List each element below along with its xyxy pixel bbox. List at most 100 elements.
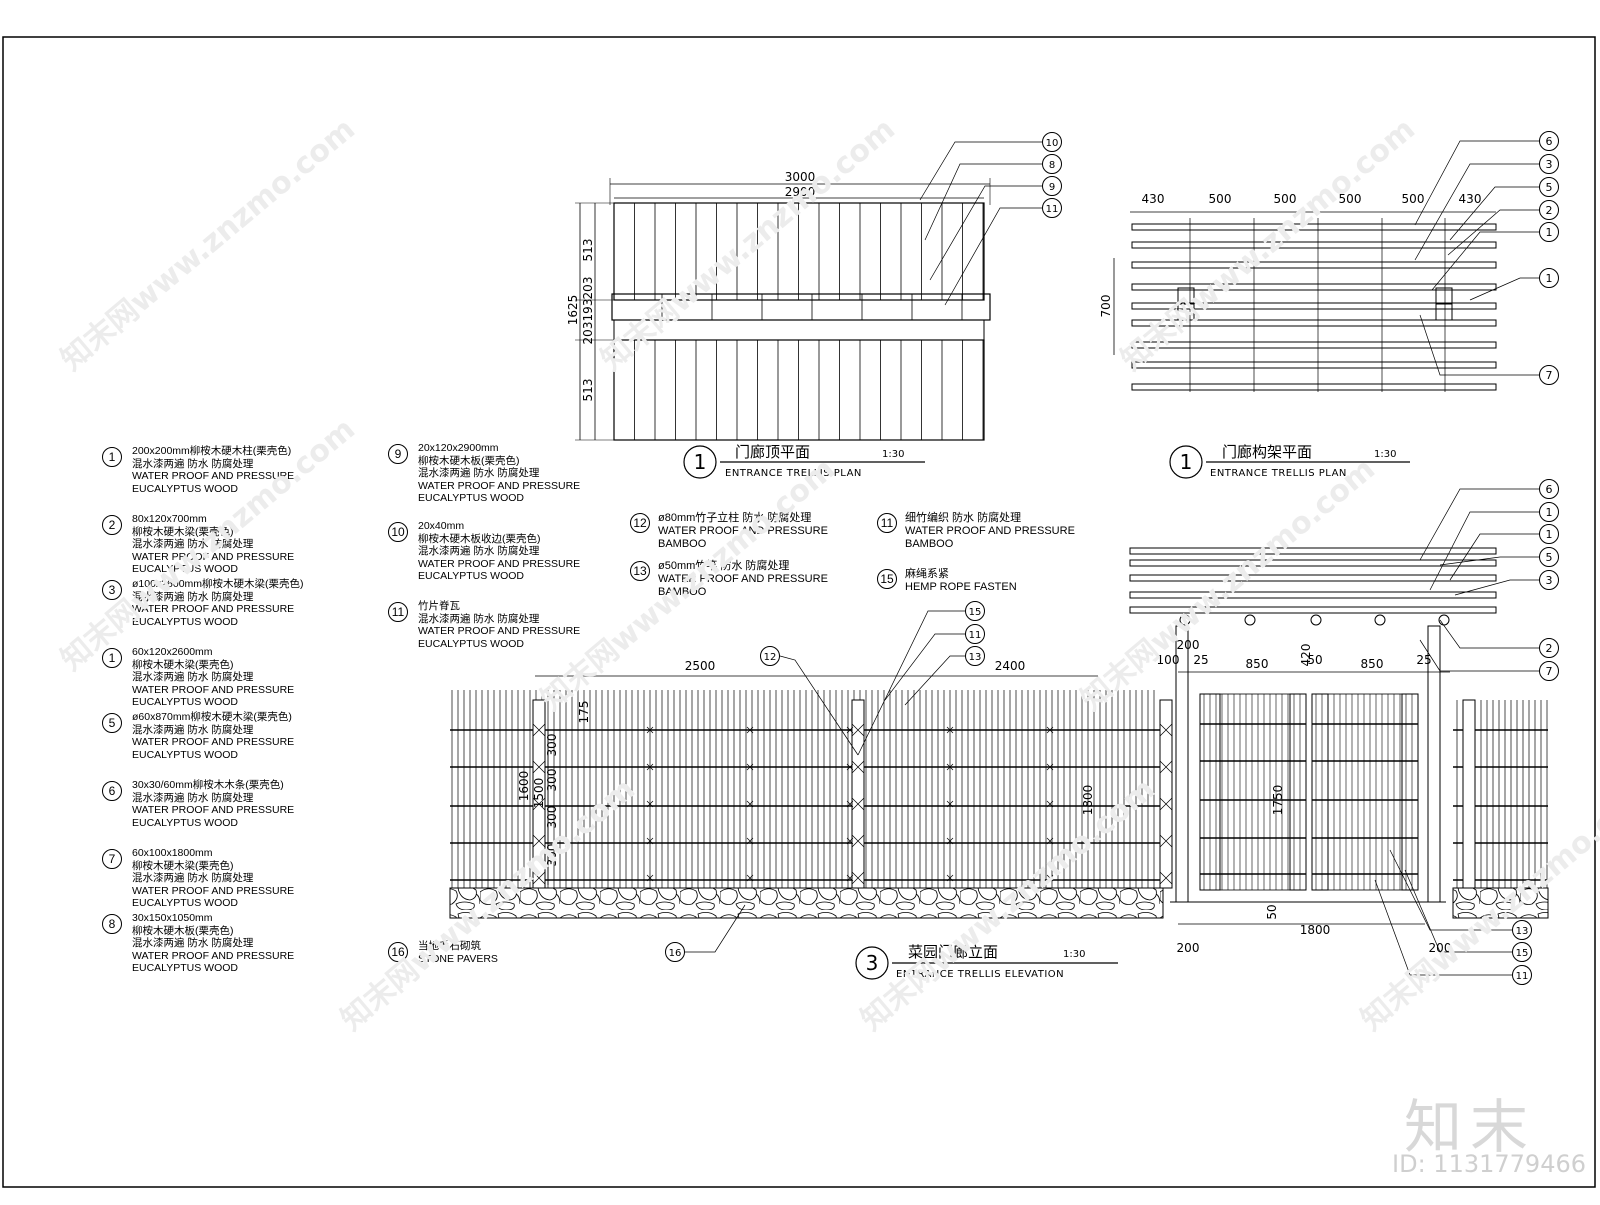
legend-text-line: 混水漆两遍 防水 防腐处理 bbox=[418, 467, 540, 479]
elev-dim-50: 50 bbox=[1307, 653, 1322, 667]
svg-text:6: 6 bbox=[1546, 135, 1553, 148]
elev-dim-850b: 850 bbox=[1361, 657, 1384, 671]
frame-plan: 430 500 500 500 500 430 700 6 3 5 2 1 1 … bbox=[1099, 131, 1559, 479]
legend-text-line: 混水漆两遍 防水 防腐处理 bbox=[132, 671, 254, 683]
elev-dim-300d: 300 bbox=[545, 844, 559, 867]
legend-number-badge: 5 bbox=[102, 713, 122, 733]
legend-number-badge: 11 bbox=[388, 602, 408, 622]
legend-text-line: 混水漆两遍 防水 防腐处理 bbox=[418, 612, 540, 625]
elev-dim-420: 420 bbox=[1299, 644, 1313, 667]
svg-text:1: 1 bbox=[1546, 506, 1553, 519]
legend-text-line: EUCALYPTUS WOOD bbox=[132, 615, 238, 628]
svg-text:1: 1 bbox=[1546, 226, 1553, 239]
legend-number-badge: 2 bbox=[102, 515, 122, 535]
plan-top-callout-11: 11 bbox=[1042, 198, 1062, 218]
plan-top-dim-203b: 203 bbox=[581, 322, 595, 345]
frame-dim-500a: 500 bbox=[1209, 192, 1232, 206]
plan-top-callout-10: 10 bbox=[1042, 132, 1062, 152]
elev-dim-300a: 300 bbox=[545, 734, 559, 757]
svg-text:3: 3 bbox=[866, 951, 879, 975]
elev-dim-1800-bottom: 1800 bbox=[1300, 923, 1331, 937]
elev-dim-175: 175 bbox=[577, 701, 591, 724]
legend-text-line: WATER PROOF AND PRESSURE bbox=[905, 525, 1075, 537]
elev-callout-r1b: 1 bbox=[1539, 524, 1559, 544]
elev-callout-b15: 15 bbox=[1512, 942, 1532, 962]
elev-dim-300c: 300 bbox=[545, 806, 559, 829]
svg-text:1:30: 1:30 bbox=[1063, 949, 1085, 960]
elev-dim-1600: 1600 bbox=[517, 771, 531, 802]
svg-text:10: 10 bbox=[1046, 138, 1059, 149]
legend-text-line: EUCALYPTUS WOOD bbox=[132, 696, 238, 708]
legend-text-line: WATER PROOF AND PRESSURE bbox=[132, 683, 295, 696]
svg-text:2: 2 bbox=[1546, 204, 1553, 217]
svg-text:ENTRANCE TRELLIS ELEVATION: ENTRANCE TRELLIS ELEVATION bbox=[896, 969, 1064, 980]
plan-top-dim-513a: 513 bbox=[581, 239, 595, 262]
legend-text-line: 200x200mm柳桉木硬木柱(栗壳色) bbox=[132, 445, 292, 457]
plan-top-dim-1625: 1625 bbox=[566, 295, 580, 326]
legend-number-badge: 10 bbox=[388, 522, 408, 542]
legend-number-badge: 1 bbox=[102, 447, 122, 467]
legend-text-line: 柳桉木硬木板收边(栗壳色) bbox=[418, 532, 541, 545]
svg-text:3: 3 bbox=[1546, 158, 1553, 171]
elev-dim-100: 100 bbox=[1157, 653, 1180, 667]
legend-text-line: EUCALYPTUS WOOD bbox=[132, 748, 238, 761]
elev-dim-2400: 2400 bbox=[995, 659, 1026, 673]
legend-text-line: 混水漆两遍 防水 防腐处理 bbox=[418, 545, 540, 557]
legend-number-badge: 15 bbox=[877, 569, 897, 589]
legend-number-badge: 6 bbox=[102, 781, 122, 801]
elev-callout-11: 11 bbox=[965, 624, 985, 644]
legend-number-badge: 9 bbox=[388, 444, 408, 464]
svg-text:1:30: 1:30 bbox=[882, 449, 904, 460]
legend-text-line: ø60x870mm柳桉木硬木梁(栗壳色) bbox=[132, 711, 292, 723]
plan-top-title: 1 门廊顶平面 1:30 ENTRANCE TRELLIS PLAN bbox=[683, 443, 925, 479]
legend-text-line: ø100x2600mm柳桉木硬木梁(栗壳色) bbox=[132, 578, 304, 590]
elev-callout-r1a: 1 bbox=[1539, 502, 1559, 522]
frame-callout-1a: 1 bbox=[1539, 222, 1559, 242]
frame-dim-500d: 500 bbox=[1402, 192, 1425, 206]
svg-text:13: 13 bbox=[1516, 926, 1529, 937]
svg-text:ENTRANCE TRELLIS PLAN: ENTRANCE TRELLIS PLAN bbox=[1210, 468, 1347, 479]
legend-text-line: WATER PROOF AND PRESSURE bbox=[418, 625, 581, 637]
legend-text-line: 柳桉木硬木板(栗壳色) bbox=[418, 454, 520, 467]
plan-top-dim-3000: 3000 bbox=[785, 170, 816, 184]
legend-text-line: EUCALYPTUS WOOD bbox=[418, 570, 524, 582]
legend-text-line: WATER PROOF AND PRESSURE bbox=[132, 470, 295, 482]
frame-dim-700: 700 bbox=[1099, 295, 1113, 318]
legend-text-line: BAMBOO bbox=[905, 538, 954, 550]
legend-number-badge: 16 bbox=[388, 942, 408, 962]
legend-text-line: EUCALYPTUS WOOD bbox=[132, 816, 238, 829]
svg-text:1:30: 1:30 bbox=[1374, 449, 1396, 460]
legend-number-badge: 8 bbox=[102, 914, 122, 934]
legend-text-line: EUCALYPTUS WOOD bbox=[418, 637, 524, 650]
svg-text:9: 9 bbox=[1049, 182, 1055, 193]
legend-text-line: WATER PROOF AND PRESSURE bbox=[132, 949, 295, 962]
legend-text-line: 混水漆两遍 防水 防腐处理 bbox=[132, 723, 254, 736]
frame-callout-3: 3 bbox=[1539, 154, 1559, 174]
elev-dim-25b: 25 bbox=[1416, 653, 1431, 667]
legend-number-badge: 7 bbox=[102, 849, 122, 869]
svg-text:1: 1 bbox=[1546, 528, 1553, 541]
legend-number-badge: 3 bbox=[102, 580, 122, 600]
legend-text-line: 混水漆两遍 防水 防腐处理 bbox=[132, 937, 254, 949]
elev-callout-b11: 11 bbox=[1512, 965, 1532, 985]
elev-dim-200-bl: 200 bbox=[1177, 941, 1200, 955]
legend-text-line: 30x30/60mm柳桉木木条(栗壳色) bbox=[132, 779, 284, 791]
svg-text:3: 3 bbox=[1546, 574, 1553, 587]
plan-top-callout-8: 8 bbox=[1042, 154, 1062, 174]
elev-dim-25a: 25 bbox=[1193, 653, 1208, 667]
image-id-tag: ID: 1131779466 bbox=[1392, 1150, 1586, 1178]
frame-dim-430b: 430 bbox=[1459, 192, 1482, 206]
legend-text-line: WATER PROOF AND PRESSURE bbox=[418, 479, 581, 492]
legend-text-line: WATER PROOF AND PRESSURE bbox=[658, 525, 828, 537]
frame-callout-1b: 1 bbox=[1539, 268, 1559, 288]
legend-number-badge: 1 bbox=[102, 648, 122, 668]
plan-top-dim-2900: 2900 bbox=[785, 185, 816, 199]
entrance-elevation: 2500 2400 100 200 25 850 420 50 850 25 1… bbox=[449, 479, 1559, 985]
frame-dim-430a: 430 bbox=[1142, 192, 1165, 206]
legend-text-line: BAMBOO bbox=[658, 538, 707, 550]
legend-text-line: 当地毛石砌筑 bbox=[418, 940, 481, 952]
elev-dim-50-bottom: 50 bbox=[1265, 904, 1279, 919]
roof-plan: 3000 2900 513 203 203 193 513 1625 10 8 … bbox=[566, 132, 1062, 479]
elev-dim-1750: 1750 bbox=[1271, 785, 1285, 816]
legend-text-line: WATER PROOF AND PRESSURE bbox=[132, 736, 295, 748]
